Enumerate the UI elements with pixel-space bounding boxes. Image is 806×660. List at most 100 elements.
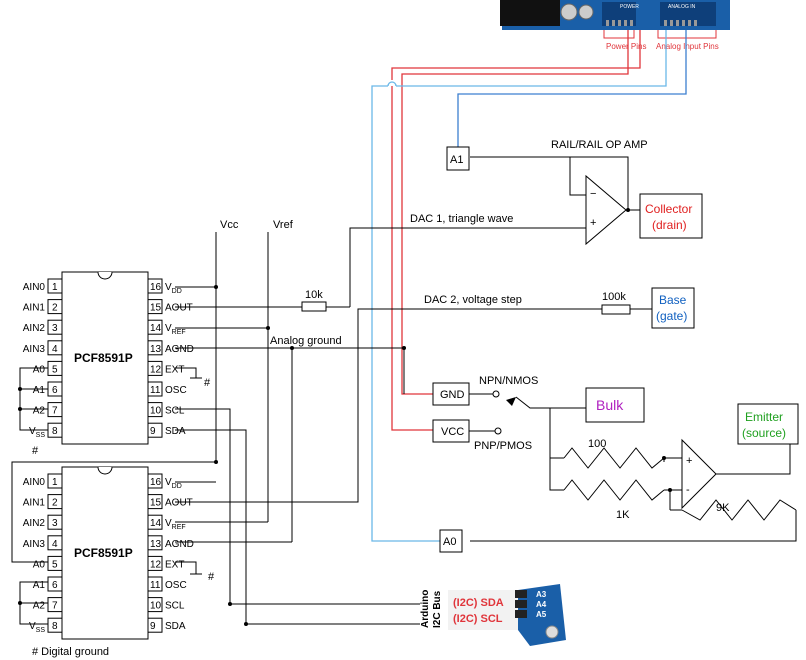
chip2-pin-num-left: 8 (52, 621, 58, 632)
i2c-side-arduino: Arduino (420, 590, 431, 628)
chip2-pin-num-right: 9 (150, 621, 156, 632)
red-wires (391, 30, 641, 431)
chip1-pin-label-left: A1 (33, 385, 46, 396)
chip1-pin-box-right (147, 381, 163, 397)
emitter-box (737, 403, 799, 445)
resistor-100k (601, 304, 631, 315)
chip2-pin-num-left: 2 (52, 498, 58, 509)
dac1-label: DAC 1, triangle wave (410, 213, 513, 225)
arduino-board: POWER ANALOG IN (500, 0, 730, 30)
chip1-pin-label-left: AIN0 (23, 282, 46, 293)
chip1-pin-num-left: 6 (52, 385, 58, 396)
chip1-pin-label-right: OSC (165, 385, 187, 396)
chip2-pin-num-left: 5 (52, 559, 58, 570)
emitter-line2: (source) (742, 426, 786, 440)
digital-ground-label: # Digital ground (32, 646, 109, 658)
opamp-2 (681, 438, 717, 510)
bulk-box (585, 387, 645, 423)
vcc-box (432, 419, 470, 443)
chip1-pin-num-right: 14 (150, 323, 162, 334)
chip1-pin-label-right: SCL (165, 406, 185, 417)
hash-ext2: # (208, 571, 215, 583)
chip1-pin-box-right (147, 402, 163, 418)
vcc-label: VCC (441, 426, 464, 438)
hash-ext1: # (204, 377, 211, 389)
chip1-pin-label-left: AIN1 (23, 303, 46, 314)
chip1-pin-label-right: VDD (165, 282, 182, 295)
i2c-sda-label: (I2C) SDA (453, 597, 504, 609)
switch-contact-npn (492, 390, 500, 398)
power-pins-label: Power Pins (606, 42, 646, 51)
chip1-pin-box-left (47, 278, 63, 294)
r1k-label: 1K (616, 509, 630, 521)
chip2-pin-label-right: AOUT (165, 498, 193, 509)
chip2-pin-num-left: 7 (52, 601, 58, 612)
analog-ground-label: Analog ground (270, 335, 342, 347)
chip2-pin-box-right (147, 597, 163, 613)
hash-vss1: # (32, 445, 39, 457)
board-analog-text: ANALOG IN (668, 4, 696, 10)
r9k-label: 9K (716, 502, 730, 514)
chip1-pin-num-right: 16 (150, 282, 162, 293)
vcc-rail-label: Vcc (220, 219, 239, 231)
bulk-label: Bulk (596, 397, 624, 413)
base-line1: Base (659, 293, 687, 307)
chip2-pin-label-left: A0 (33, 559, 46, 570)
analog-pins-label: Analog Input Pins (656, 42, 719, 51)
opamp2-plus: + (686, 455, 692, 467)
header-brackets (603, 30, 717, 39)
dac2-label: DAC 2, voltage step (424, 294, 522, 306)
chip2-pin-label-left: A2 (33, 601, 46, 612)
chip2-pin-label-right: SCL (165, 601, 185, 612)
i2c-a5: A5 (536, 610, 547, 619)
switch-arrow (506, 397, 516, 406)
chip1-pin-box-right (147, 319, 163, 335)
chip1-pin-num-right: 15 (150, 303, 162, 314)
chip2-pin-box-right (147, 514, 163, 530)
resistor-10k (301, 301, 327, 312)
switch-contact-pnp (494, 427, 502, 435)
r10k-label: 10k (305, 289, 323, 301)
blue-wires (457, 30, 687, 150)
chip2-pin-label-left: AIN0 (23, 477, 46, 488)
chip2-pin-box-right (147, 576, 163, 592)
base-line2: (gate) (656, 309, 687, 323)
chip2-pin-num-right: 14 (150, 518, 162, 529)
chip1-pin-box-right (147, 340, 163, 356)
opamp2-minus: - (686, 484, 690, 496)
chip2-pin-box-left (47, 597, 63, 613)
chip1-pin-box-right (147, 360, 163, 376)
chip2-pin-box-left (47, 535, 63, 551)
chip1-pin-label-right: AGND (165, 344, 194, 355)
chip1-pin-box-right (147, 299, 163, 315)
chip1-pin-box-right (147, 422, 163, 438)
i2c-a3: A3 (536, 590, 547, 599)
chip2-pin-label-left: AIN1 (23, 498, 46, 509)
chip2-pin-label-left: AIN3 (23, 539, 46, 550)
chip-1: PCF8591P (61, 271, 149, 445)
chip1-pin-label-right: AOUT (165, 303, 193, 314)
chip1-pin-label-right: VREF (165, 323, 186, 336)
chip1-pin-num-left: 5 (52, 364, 58, 375)
opamp-title: RAIL/RAIL OP AMP (551, 139, 648, 151)
chip2-pin-box-left (47, 514, 63, 530)
chip1-pin-box-right (147, 278, 163, 294)
collector-line1: Collector (645, 202, 692, 216)
chip1-pin-num-right: 12 (150, 364, 162, 375)
chip2-pin-box-left (47, 494, 63, 510)
chip1-pin-box-left (47, 319, 63, 335)
i2c-side-bus: I2C Bus (432, 590, 443, 628)
chip1-pin-box-left (47, 402, 63, 418)
chip2-pin-label-left: VSS (29, 621, 45, 634)
chip2-pin-label-right: OSC (165, 580, 187, 591)
chip2-pin-box-right (147, 555, 163, 571)
chip1-pin-num-right: 9 (150, 426, 156, 437)
a1-box (446, 146, 470, 171)
chip1-pin-num-right: 13 (150, 344, 162, 355)
base-box (651, 287, 695, 329)
chip1-pin-label-right: SDA (165, 426, 186, 437)
npn-label: NPN/NMOS (479, 375, 538, 387)
chip2-pin-box-left (47, 576, 63, 592)
gnd-label: GND (440, 389, 465, 401)
